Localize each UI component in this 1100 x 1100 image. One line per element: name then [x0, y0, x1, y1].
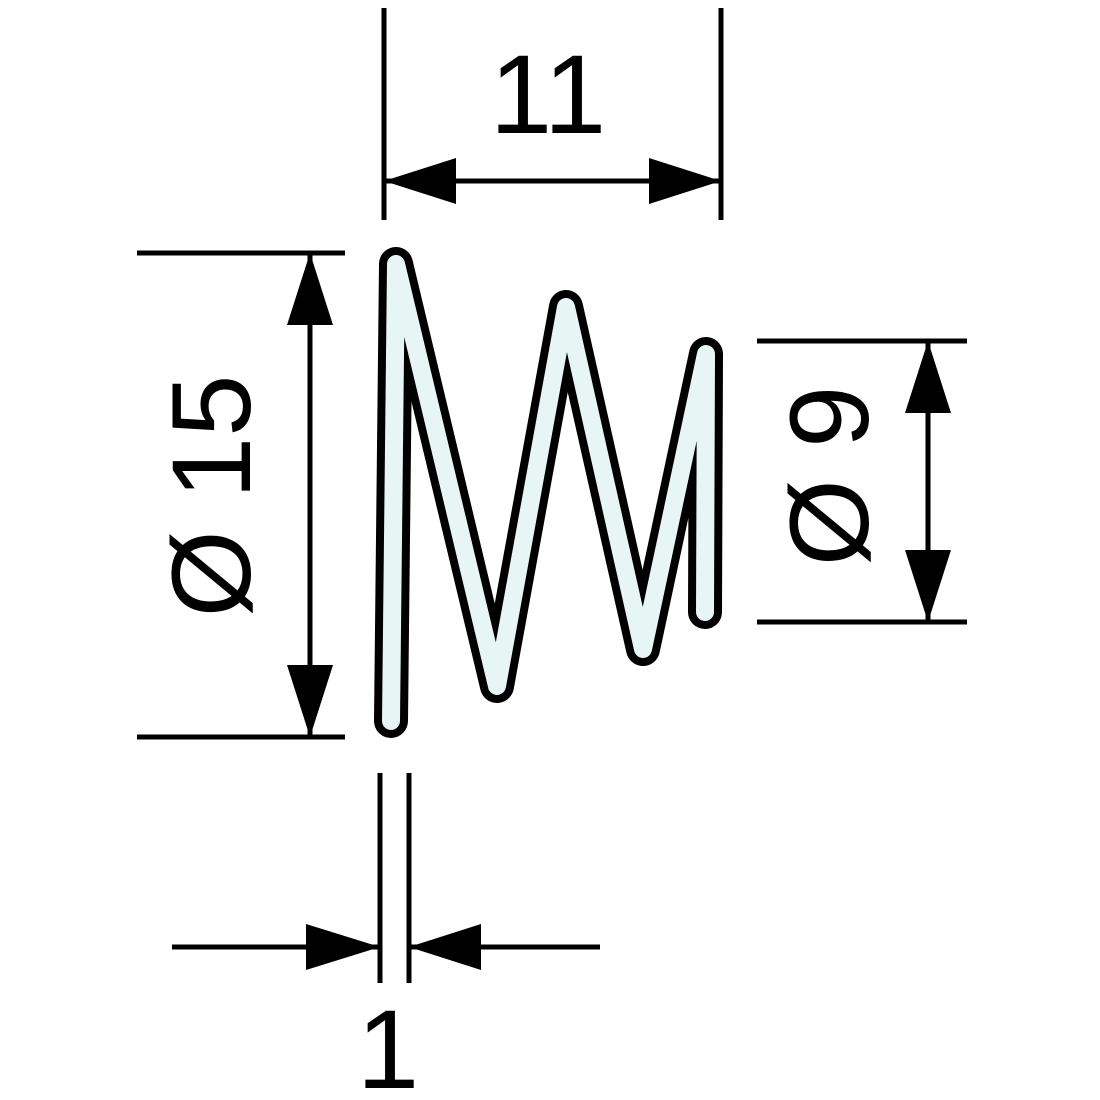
arrowhead-down-icon	[287, 665, 333, 737]
dim-small-diameter-label: Ø 9	[767, 386, 892, 567]
dim-large-diameter-label: Ø 15	[149, 375, 274, 618]
arrowhead-down-icon	[905, 550, 951, 622]
dimension-top-width: 11	[381, 8, 724, 220]
arrowhead-right-icon	[649, 158, 721, 204]
dim-top-width-label: 11	[490, 32, 606, 157]
dim-wire-diameter-label: 1	[357, 987, 419, 1100]
spring-wire	[374, 247, 723, 738]
spring-wire-core	[382, 255, 715, 730]
dimension-large-diameter: Ø 15	[137, 250, 345, 740]
arrowhead-left-icon	[384, 158, 456, 204]
arrowhead-inward-left-icon	[306, 924, 380, 970]
spring-wire-outline	[374, 247, 723, 738]
dimension-wire-diameter: 1	[172, 773, 600, 1100]
arrowhead-up-icon	[287, 253, 333, 325]
arrowhead-up-icon	[905, 341, 951, 413]
dimension-small-diameter: Ø 9	[757, 338, 967, 625]
arrowhead-inward-right-icon	[409, 924, 481, 970]
